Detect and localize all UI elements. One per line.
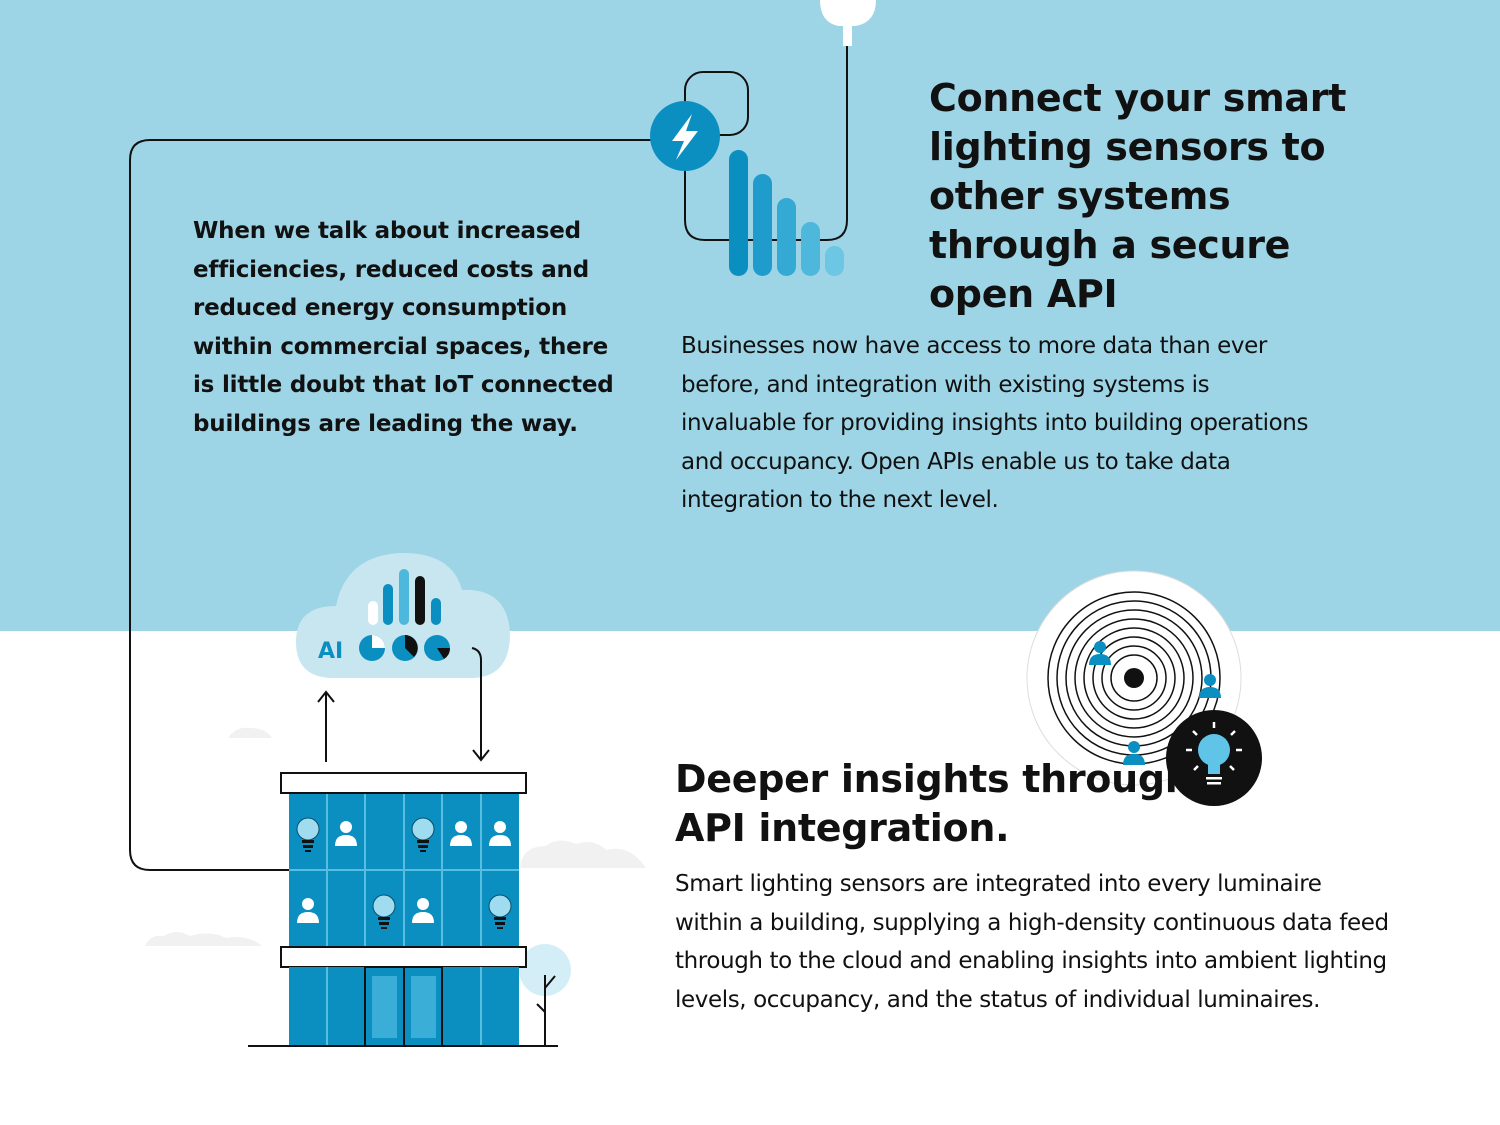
heading-api: Connect your smart lighting sensors to o… — [929, 76, 1347, 316]
body-insights: Smart lighting sensors are integrated in… — [675, 871, 1389, 1013]
cloud-ai-label: AI — [318, 639, 343, 664]
download-arrow — [471, 647, 490, 762]
pie-chart-icon — [359, 635, 451, 661]
connector-line — [129, 139, 685, 871]
intro-text: When we talk about increased efficiencie… — [193, 218, 614, 437]
cloud-icon: AI — [296, 552, 510, 678]
background-clouds — [145, 727, 646, 946]
body-api: Businesses now have access to more data … — [681, 333, 1309, 514]
lightning-icon — [650, 101, 720, 171]
lightbulb-icon — [1166, 710, 1262, 806]
signal-bars-icon — [729, 150, 844, 276]
building-icon — [248, 772, 558, 1047]
heading-insights: Deeper insights through API integration. — [675, 757, 1192, 850]
top-background — [0, 0, 1500, 631]
upload-arrow — [317, 690, 335, 762]
tree-icon — [519, 944, 571, 1046]
